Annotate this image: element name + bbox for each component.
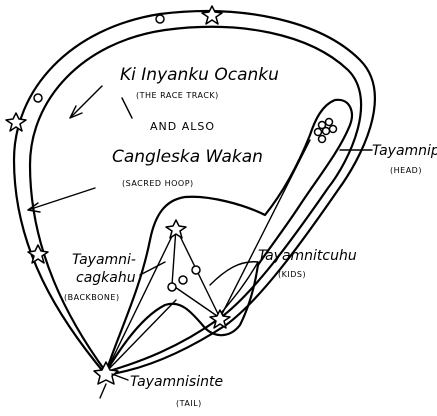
star-marker-left-lower bbox=[28, 245, 48, 263]
race-track-label: Ki Inyanku Ocanku bbox=[120, 65, 279, 85]
sacred-hoop-translation: (SACRED HOOP) bbox=[122, 179, 194, 188]
tail-pointer-arrow bbox=[112, 374, 128, 380]
head-translation: (HEAD) bbox=[390, 166, 422, 175]
sacred-hoop-label: Cangleska Wakan bbox=[112, 147, 263, 167]
circle-marker-body-3 bbox=[168, 283, 176, 291]
circle-marker-track-top bbox=[156, 15, 164, 23]
circle-marker-body-1 bbox=[192, 266, 200, 274]
constellation-body-outline bbox=[106, 100, 352, 372]
and-also-label: AND ALSO bbox=[150, 120, 215, 133]
backbone-label-line-2: cagkahu bbox=[76, 270, 136, 286]
race-track-pointer-arrow bbox=[70, 86, 102, 118]
tail-label: Tayamnisinte bbox=[130, 374, 223, 390]
tail-pointer-tick bbox=[100, 384, 106, 398]
sacred-hoop-pointer-arrow bbox=[28, 188, 95, 210]
head-cluster-star-6 bbox=[319, 136, 326, 143]
circle-marker-body-2 bbox=[179, 276, 187, 284]
tick-mark bbox=[122, 98, 132, 118]
kidneys-translation: (KIDS) bbox=[278, 270, 306, 279]
backbone-label-line-1: Tayamni- bbox=[72, 252, 136, 268]
head-label: Tayamnipa bbox=[372, 143, 437, 159]
head-cluster-star-3 bbox=[315, 129, 322, 136]
circle-marker-track-top-left bbox=[34, 94, 42, 102]
race-track-translation: (THE RACE TRACK) bbox=[136, 91, 219, 100]
head-cluster-star-5 bbox=[330, 126, 337, 133]
backbone-translation: (BACKBONE) bbox=[64, 293, 120, 302]
tail-translation: (TAIL) bbox=[176, 399, 202, 408]
star-marker-top bbox=[202, 6, 222, 24]
kidneys-label: Tayamnitcuhu bbox=[258, 248, 357, 264]
head-cluster-star-2 bbox=[326, 119, 333, 126]
head-cluster-star-4 bbox=[323, 128, 330, 135]
star-marker-left-upper bbox=[6, 113, 26, 131]
